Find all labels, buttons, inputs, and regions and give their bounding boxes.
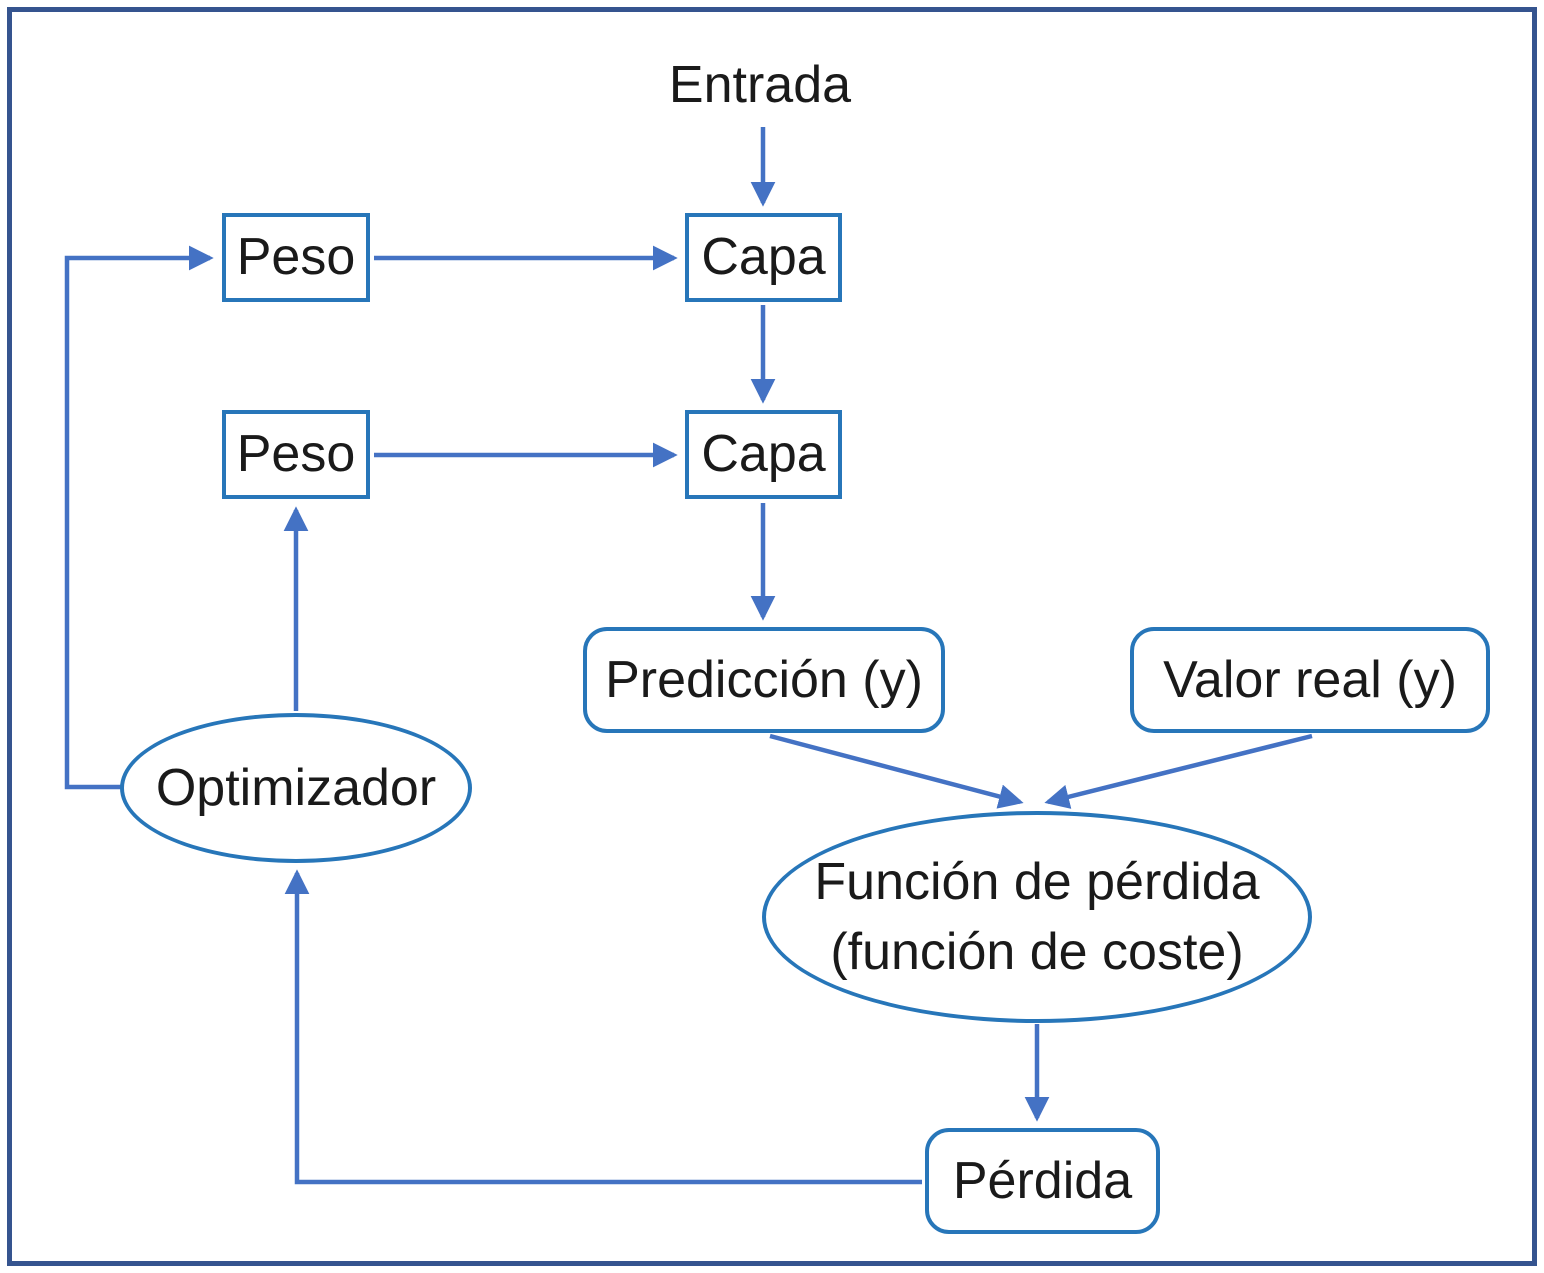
node-prediccion-label: Predicción (y) <box>605 650 923 709</box>
edge-prediccion-funcionperdida <box>769 733 1024 809</box>
outer-frame <box>7 7 1537 1266</box>
node-capa-1-label: Capa <box>701 228 826 287</box>
edge-valorreal-funcionperdida <box>1044 733 1313 809</box>
node-valor-real-label: Valor real (y) <box>1163 650 1457 709</box>
node-peso-1-label: Peso <box>236 228 356 287</box>
node-capa-2-label: Capa <box>701 425 826 484</box>
node-funcion-perdida-label: Función de pérdida (función de coste) <box>814 847 1259 987</box>
node-funcion-perdida: Función de pérdida (función de coste) <box>762 811 1312 1023</box>
node-funcion-perdida-line1: Función de pérdida <box>814 852 1260 911</box>
node-capa-1: Capa <box>685 213 842 302</box>
node-perdida-label: Pérdida <box>952 1151 1133 1210</box>
node-perdida: Pérdida <box>925 1128 1160 1234</box>
node-funcion-perdida-line2: (función de coste) <box>830 923 1244 981</box>
node-peso-2-label: Peso <box>236 425 356 484</box>
edge-perdida-optimizador <box>284 869 922 1185</box>
node-optimizador: Optimizador <box>120 713 472 863</box>
node-capa-2: Capa <box>685 410 842 499</box>
node-peso-2: Peso <box>222 410 370 499</box>
edge-optimizador-peso1 <box>64 245 214 790</box>
node-peso-1: Peso <box>222 213 370 302</box>
node-prediccion: Predicción (y) <box>583 627 945 733</box>
node-entrada-label: Entrada <box>668 55 852 114</box>
node-optimizador-label: Optimizador <box>155 758 437 817</box>
node-valor-real: Valor real (y) <box>1130 627 1490 733</box>
node-entrada: Entrada <box>595 52 925 118</box>
